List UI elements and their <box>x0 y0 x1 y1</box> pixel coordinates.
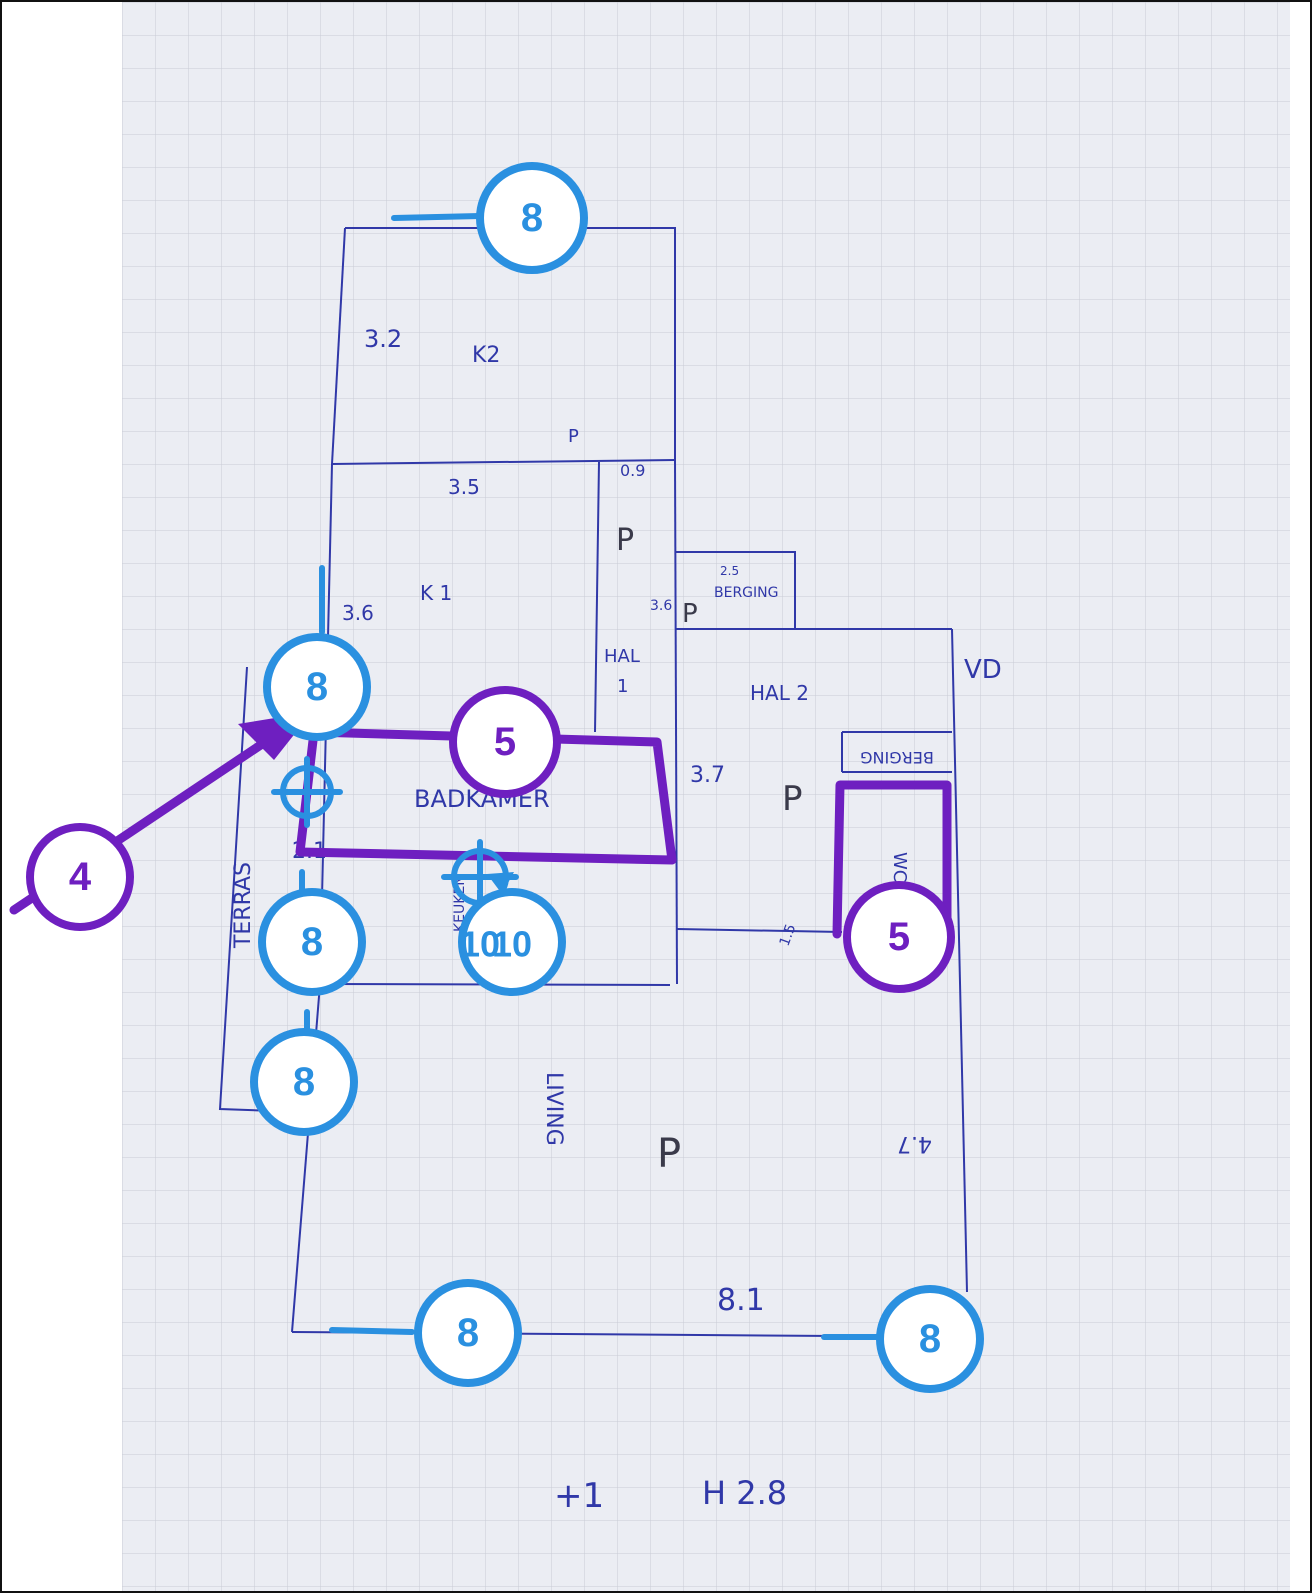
marker-label-b: 10 <box>492 924 532 965</box>
marker-m8-top: 8 <box>476 162 588 274</box>
label-living: LIVING <box>541 1072 566 1146</box>
marker-m5-wc: 5 <box>843 881 955 993</box>
pointer-bottom-left <box>329 1327 415 1335</box>
label-hal2: HAL 2 <box>750 681 809 705</box>
label-k2: K2 <box>472 343 500 368</box>
marker-label: 8 <box>521 196 543 240</box>
crosshair-cross-left <box>271 756 343 828</box>
label-p-living: P <box>657 1131 681 1177</box>
marker-m8-left: 8 <box>263 633 371 741</box>
wall-k2-bottom <box>331 459 676 465</box>
label-1-5: 1.5 <box>777 922 800 948</box>
label-p-top: P <box>568 426 579 447</box>
label-p-berging: P <box>682 599 698 629</box>
label-0-9: 0.9 <box>620 461 645 480</box>
label-wc: WC <box>889 852 910 882</box>
marker-label: 5 <box>888 915 910 959</box>
wall-k2-left <box>331 227 346 465</box>
label-3-2: 3.2 <box>364 325 402 353</box>
marker-label: 8 <box>306 665 328 709</box>
wc-highlight-box <box>832 780 952 939</box>
label-footer-right: H 2.8 <box>702 1474 787 1512</box>
label-k1: K 1 <box>420 581 452 605</box>
pointer-top <box>391 213 483 221</box>
marker-label: 8 <box>919 1317 941 1361</box>
wall-right <box>951 628 968 1293</box>
wall-hall1 <box>594 461 600 733</box>
label-3-7: 3.7 <box>690 763 725 788</box>
marker-m8-mid: 8 <box>258 888 366 996</box>
label-3-6b: 3.6 <box>650 598 672 614</box>
label-terras: TERRAS <box>231 862 256 949</box>
wall-k2-top-right <box>345 227 676 460</box>
label-4-7: 4.7 <box>897 1131 932 1156</box>
marker-m5-bath: 5 <box>449 686 561 798</box>
marker-m8-lower: 8 <box>250 1028 358 1136</box>
marker-label-a: 10 <box>460 924 500 965</box>
wall-wc-bottom <box>676 928 843 933</box>
handwritten-labels: 3.2 K2 P 3.5 0.9 P K 1 3.6 3.6 P BERGING… <box>231 325 1002 1516</box>
marker-label: 4 <box>69 855 92 899</box>
label-berging: BERGING <box>714 585 778 601</box>
marker-m8-bottom-left: 8 <box>414 1279 522 1387</box>
label-berging2: BERGING <box>860 748 934 767</box>
marker-label: 5 <box>494 720 516 764</box>
marker-m8-bottom-right: 8 <box>876 1285 984 1393</box>
label-footer-left: +1 <box>554 1476 604 1516</box>
marker-m10: 10 10 <box>458 888 566 996</box>
marker-label: 8 <box>293 1060 315 1104</box>
wall-berging <box>675 551 796 629</box>
label-hal1-a: HAL <box>604 646 640 667</box>
paper-grid <box>122 2 1290 1591</box>
label-3-5: 3.5 <box>448 475 480 499</box>
marker-label: 8 <box>457 1311 479 1355</box>
crosshair-pointer-arrow <box>487 872 514 894</box>
wall-center <box>674 459 678 985</box>
label-3-6: 3.6 <box>342 601 374 625</box>
label-vd: VD <box>964 655 1002 685</box>
label-p-hall1: P <box>616 523 634 558</box>
label-2-5: 2.5 <box>720 564 739 578</box>
marker-m4: 4 <box>26 823 134 931</box>
label-hal1-b: 1 <box>617 676 628 697</box>
marker-label: 8 <box>301 920 323 964</box>
label-8-1: 8.1 <box>717 1283 765 1318</box>
label-p-hal2: P <box>782 779 803 819</box>
